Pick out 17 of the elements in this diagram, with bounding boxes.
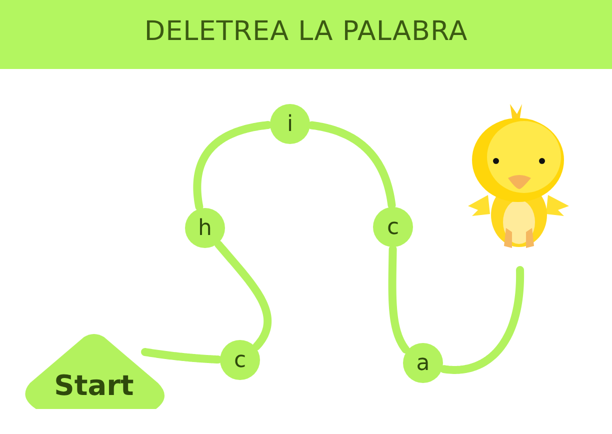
path-line [214,240,272,350]
letter-circle [185,208,225,248]
letter-circle [403,343,443,383]
start-label: Start [54,368,134,402]
path-line [141,348,222,364]
path-line [193,121,272,211]
letter: h [198,216,212,240]
title: DELETREA LA PALABRA [143,16,469,47]
letter-circle [220,340,260,380]
path-line [308,121,396,210]
path-line [440,266,524,374]
letter: c [386,214,400,240]
letter: i [286,112,294,136]
letter: c [234,348,246,372]
path-line [388,245,410,354]
letter: a [416,350,430,376]
start-marker [22,333,166,411]
